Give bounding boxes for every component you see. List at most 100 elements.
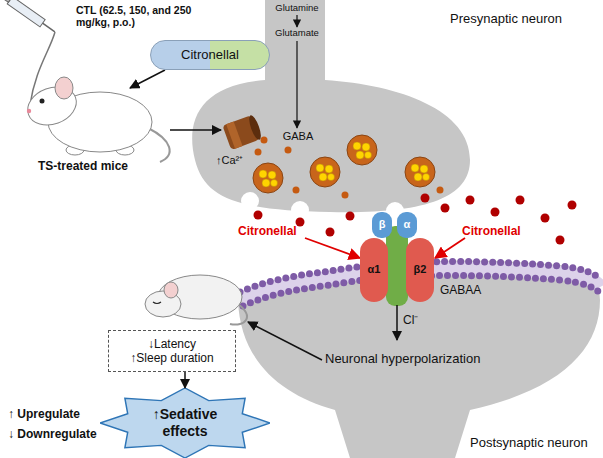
flow-arrow (184, 372, 186, 388)
legend-row: ↓ Downregulate (8, 428, 97, 442)
receptor-subunit: β2 (406, 238, 434, 302)
gaba-granule (325, 165, 333, 173)
gaba-granule (356, 151, 364, 159)
receptor-subunit: β (372, 212, 392, 238)
gaba-dot (556, 236, 565, 245)
gaba-granule (319, 173, 327, 181)
receptor-label: GABAA (440, 284, 500, 298)
sleeping-mouse (145, 275, 247, 325)
legend-text: ↑ Upregulate (8, 408, 80, 422)
gaba-granule (362, 143, 370, 151)
receptor-gamma-subunit (386, 226, 408, 306)
syringe-needle (43, 23, 55, 32)
calcium-ion (255, 149, 262, 156)
mouse-to-channel-arrow (170, 129, 221, 131)
vesicle (310, 157, 340, 187)
node-text: ↓Latency (148, 337, 196, 351)
molecule-label: Glutamate (266, 28, 328, 39)
gaba-dot (421, 194, 430, 203)
node-text: β (379, 218, 386, 231)
gaba-dot (516, 196, 525, 205)
region-label: Postsynaptic neuron (470, 436, 600, 451)
vesicle (253, 163, 283, 193)
mouse-ear (55, 77, 73, 99)
region-label: Presynaptic neuron (450, 12, 600, 27)
gaba-granule (259, 170, 267, 178)
vesicle-content (259, 142, 430, 187)
syringe-plunger (0, 0, 11, 2)
node-text: α (404, 218, 411, 231)
gaba-dot (541, 214, 550, 223)
ion-label: Cl⁻ (403, 314, 433, 328)
mouse-ear (164, 282, 178, 298)
presynaptic-neuron (192, 0, 470, 212)
gaba-granule (411, 164, 419, 172)
syringe-barrel (7, 0, 45, 27)
receptor-subunit: α1 (360, 238, 388, 302)
gaba-granule (420, 165, 428, 173)
gaba-granule (271, 180, 278, 187)
group-label: TS-treated mice (38, 160, 158, 174)
mouse-nose (27, 109, 31, 113)
gaba-dot (466, 196, 475, 205)
calcium-channel (222, 114, 263, 150)
channel-pore (247, 114, 263, 141)
outcome-box: ↓Latency↑Sleep duration (108, 330, 236, 372)
gaba-dot (441, 204, 450, 213)
fused-vesicle (241, 192, 259, 210)
vesicle (347, 135, 377, 165)
effect-arrow (248, 322, 322, 360)
gaba-granule (268, 171, 276, 179)
node-text: β2 (414, 263, 427, 276)
gaba-dot (491, 208, 500, 217)
calcium-ion (293, 187, 300, 194)
gaba-granule (414, 173, 422, 181)
binding-arrow (305, 238, 360, 258)
molecule-label: GABA (276, 130, 320, 143)
fused-vesicle (291, 201, 309, 219)
gaba-granule (262, 179, 270, 187)
gaba-granule (423, 174, 430, 181)
mouse-eye (40, 99, 45, 104)
molecule-label: Glutamine (266, 3, 328, 14)
gaba-dot (326, 228, 335, 237)
gaba-molecules (254, 194, 577, 245)
calcium-ion (342, 192, 349, 199)
legend-row: ↑ Upregulate (8, 408, 80, 422)
legend-text: ↓ Downregulate (8, 428, 97, 442)
syringe (0, 0, 57, 35)
effect-starburst: ↑Sedative effects (100, 388, 270, 458)
gaba-granule (365, 152, 372, 159)
vesicle (405, 157, 435, 187)
synthesis-arrow (296, 41, 297, 128)
gaba-dot (346, 212, 355, 221)
process-label: Neuronal hyperpolarization (325, 352, 515, 367)
mouse-tail (148, 128, 170, 162)
ion-label: ↑Ca²⁺ (216, 154, 266, 167)
dose-arrow (130, 70, 165, 88)
receptor-subunit: α (397, 212, 417, 238)
gaba-granule (316, 164, 324, 172)
gaba-granule (353, 142, 361, 150)
binding-arrow (435, 238, 465, 258)
vesicles (241, 135, 435, 220)
gaba-dot (568, 201, 577, 210)
gaba-granule (328, 174, 335, 181)
gaba-dot (254, 211, 263, 220)
node-text: ↑Sedative effects (135, 406, 235, 440)
channel-stripe (226, 121, 242, 148)
node-text: ↑Sleep duration (130, 351, 213, 365)
drug-pill: Citronellal (150, 40, 270, 70)
dose-label: CTL (62.5, 150, and 250 mg/kg, p.o.) (76, 4, 211, 28)
treated-mouse (22, 77, 169, 162)
calcium-ion (285, 147, 292, 154)
drug-label: Citronellal (238, 225, 313, 239)
gaba-dot (296, 218, 305, 227)
calcium-ion (261, 137, 268, 144)
drug-label: Citronellal (462, 225, 537, 239)
calcium-ion (437, 187, 444, 194)
node-text: α1 (368, 263, 381, 276)
closed-eye (153, 302, 161, 304)
